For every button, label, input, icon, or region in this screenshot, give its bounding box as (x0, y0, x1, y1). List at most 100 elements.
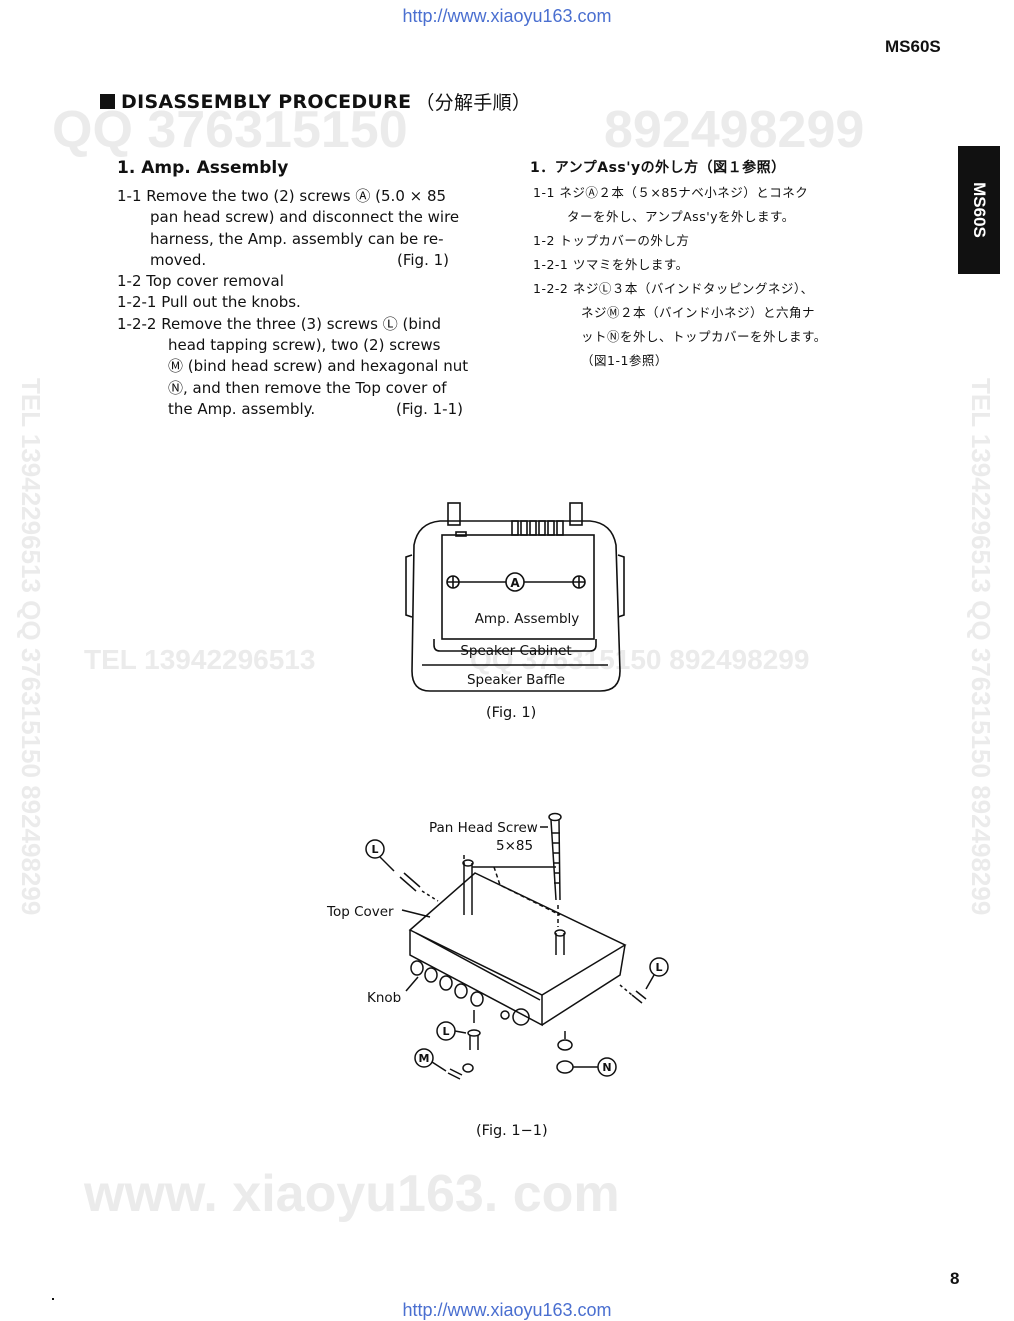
step-1-1-cont: pan head screw) and disconnect the wire (150, 208, 460, 226)
marker-l-top-icon (365, 839, 385, 859)
fig-1-caption: (Fig. 1) (486, 705, 537, 721)
post-left (447, 502, 461, 526)
step-1-1-cont2: harness, the Amp. assembly can be re- (150, 230, 444, 248)
step-1-2-2-cont4: the Amp. assembly. (168, 400, 316, 418)
jp-step-1-1-cont: ターを外し、アンプAss'yを外します。 (567, 209, 795, 224)
step-1-2: 1-2 Top cover removal (117, 272, 284, 290)
speaker-cabinet-label: Speaker Cabinet (460, 643, 571, 659)
knob-row-icon (410, 960, 484, 1007)
dash-guide (493, 866, 561, 916)
screw-l-bottom-head (467, 1029, 481, 1037)
jp-step-1-1: 1-1 ネジⒶ２本（５×85ナベ小ネジ）とコネク (533, 185, 809, 200)
marker-l-right-leader (645, 974, 655, 990)
model-number: MS60S (885, 37, 941, 56)
step-1-2-2-cont3: Ⓝ, and then remove the Top cover of (168, 379, 447, 397)
watermark-vertical-left: TEL 13942296513 QQ 376315150 892498299 (16, 378, 46, 916)
marker-l-right-icon (649, 957, 669, 977)
jp-step-1-2: 1-2 トップカバーの外し方 (533, 233, 690, 248)
top-cover-front (409, 930, 543, 1027)
watermark-site: www. xiaoyu163. com (84, 1165, 620, 1223)
amp-assembly-label: Amp. Assembly (475, 611, 580, 627)
watermark-mid: QQ 376315150 892498299 (470, 644, 810, 675)
fig-ref-1: (Fig. 1) (397, 251, 450, 269)
footer-url[interactable]: http://www.xiaoyu163.com (402, 1300, 612, 1320)
terminal-block (511, 520, 564, 536)
marker-a-label: A (510, 576, 520, 590)
jp-step-1-2-2: 1-2-2 ネジⓁ３本（バインドタッピングネジ）、 (533, 281, 814, 296)
marker-m-icon (414, 1048, 434, 1068)
speaker-cabinet-outline (411, 520, 621, 692)
marker-l-bottom-label: L (442, 1025, 449, 1038)
bullet-square-icon (100, 94, 115, 109)
top-cover-side (541, 944, 626, 1026)
jp-step-1-2-2-cont2: ットⓃを外し、トップカバーを外します。 (581, 329, 827, 344)
section-heading-en: 1. Amp. Assembly (117, 158, 289, 178)
screw-post-left-top (462, 859, 474, 867)
long-screw-head (548, 812, 562, 822)
small-tab (455, 531, 467, 537)
header-url[interactable]: http://www.xiaoyu163.com (402, 6, 612, 26)
side-left (405, 554, 413, 618)
knob-leader (405, 976, 419, 992)
watermark-number: 892498299 (604, 101, 865, 159)
screw-l-top-left (399, 872, 421, 892)
side-right (617, 554, 625, 618)
screw-l-top-left-guide (421, 890, 439, 902)
screw-post-right (555, 933, 565, 955)
marker-l-top-label: L (371, 843, 378, 856)
jp-step-1-2-2-cont3: （図1-1参照） (581, 353, 668, 368)
screw-post-right-top (554, 929, 566, 937)
page-number: 8 (950, 1269, 960, 1288)
hex-nut-upper-icon (557, 1039, 573, 1051)
fig-ref-1-1: (Fig. 1-1) (396, 400, 463, 418)
screw-l-bottom (469, 1035, 479, 1050)
long-pan-head-screw (550, 819, 561, 901)
top-cover-edge (415, 932, 541, 1001)
marker-l-right-label: L (655, 961, 662, 974)
screw-size-label: 5×85 (496, 838, 533, 854)
marker-m-leader (431, 1061, 447, 1072)
figure-1-1-diagram: L L L M N Pan Head Screw 5×85 Top Cover … (326, 812, 669, 1080)
fig-1-1-caption: (Fig. 1−1) (476, 1123, 548, 1139)
washer-m-icon (462, 1063, 474, 1073)
step-1-1: 1-1 Remove the two (2) screws Ⓐ (5.0 × 8… (117, 187, 447, 205)
stray-dot (52, 1298, 54, 1300)
hex-nut-lower-icon (556, 1060, 574, 1074)
screw-a-left-cross (447, 576, 459, 588)
watermark-vertical-right: TEL 13942296513 QQ 376315150 892498299 (966, 378, 996, 916)
knob-label: Knob (367, 990, 401, 1006)
screw-l-right (631, 990, 647, 1004)
speaker-baffle-label: Speaker Baffle (467, 672, 565, 688)
step-1-1-cont3: moved. (150, 251, 207, 269)
screw-l-right-guide (619, 984, 633, 996)
jp-step-1-2-2-cont: ネジⓂ２本（バインド小ネジ）と六角ナ (581, 305, 816, 320)
title-jp: （分解手順） (415, 92, 532, 114)
watermark-qq: QQ 376315150 (52, 101, 408, 159)
screw-a-right-cross (573, 576, 585, 588)
figure-1-diagram: A Amp. Assembly Speaker Cabinet Speaker … (405, 502, 625, 692)
step-1-2-2: 1-2-2 Remove the three (3) screws Ⓛ (bin… (117, 315, 442, 333)
page-title: DISASSEMBLY PROCEDURE （分解手順） (100, 88, 531, 115)
step-1-2-1: 1-2-1 Pull out the knobs. (117, 293, 301, 311)
marker-l-bottom-leader (454, 1030, 467, 1034)
screw-post-left (463, 863, 473, 915)
step-1-2-2-cont: head tapping screw), two (2) screws (168, 336, 441, 354)
marker-a-icon (505, 572, 525, 592)
step-1-2-2-cont2: Ⓜ (bind head screw) and hexagonal nut (168, 357, 469, 375)
side-tab-label: MS60S (970, 182, 989, 238)
marker-m-label: M (419, 1052, 430, 1065)
jack-icon (500, 1010, 510, 1020)
long-screw-thread (552, 832, 560, 884)
title-main: DISASSEMBLY PROCEDURE (121, 90, 412, 113)
top-cover-label: Top Cover (326, 904, 394, 920)
marker-n-label: N (602, 1061, 611, 1074)
top-cover-leader (401, 909, 431, 918)
side-tab: MS60S (958, 146, 1000, 274)
jack-circle-icon (512, 1008, 530, 1026)
marker-l-top-leader (379, 856, 395, 872)
cabinet-inner-line (433, 639, 597, 652)
section-heading-jp: 1．アンプAss'yの外し方（図１参照） (530, 160, 786, 176)
post-right (569, 502, 583, 526)
pan-head-screw-label: Pan Head Screw (429, 820, 538, 836)
watermark-tel: TEL 13942296513 (84, 644, 316, 675)
